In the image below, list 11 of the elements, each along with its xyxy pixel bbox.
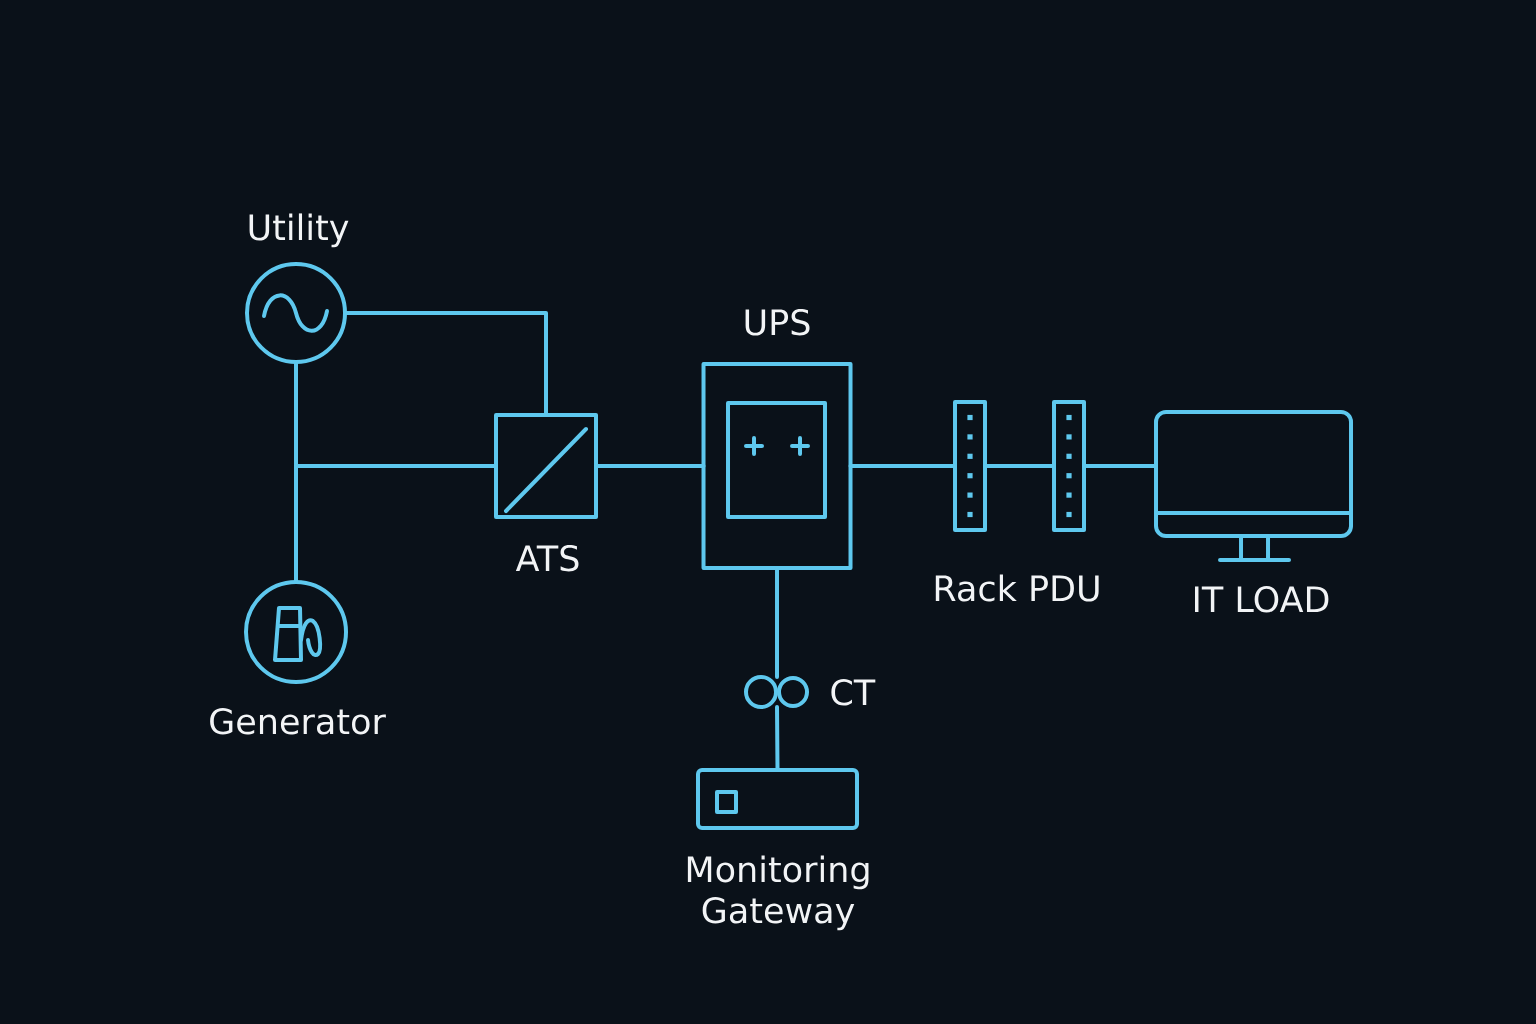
component-label: Generator — [210, 708, 386, 735]
component-label: Utility — [249, 213, 349, 248]
power-strip — [953, 400, 987, 532]
component-label: ATS — [515, 545, 579, 572]
component-label: Rack PDU — [935, 574, 1099, 602]
wire — [294, 360, 298, 584]
power-strip — [1052, 400, 1086, 532]
component-label: IT LOAD — [1195, 586, 1329, 613]
component-label: CT — [831, 679, 876, 706]
component-label: Monitoring Gateway — [687, 855, 869, 931]
component-label: UPS — [745, 309, 810, 336]
